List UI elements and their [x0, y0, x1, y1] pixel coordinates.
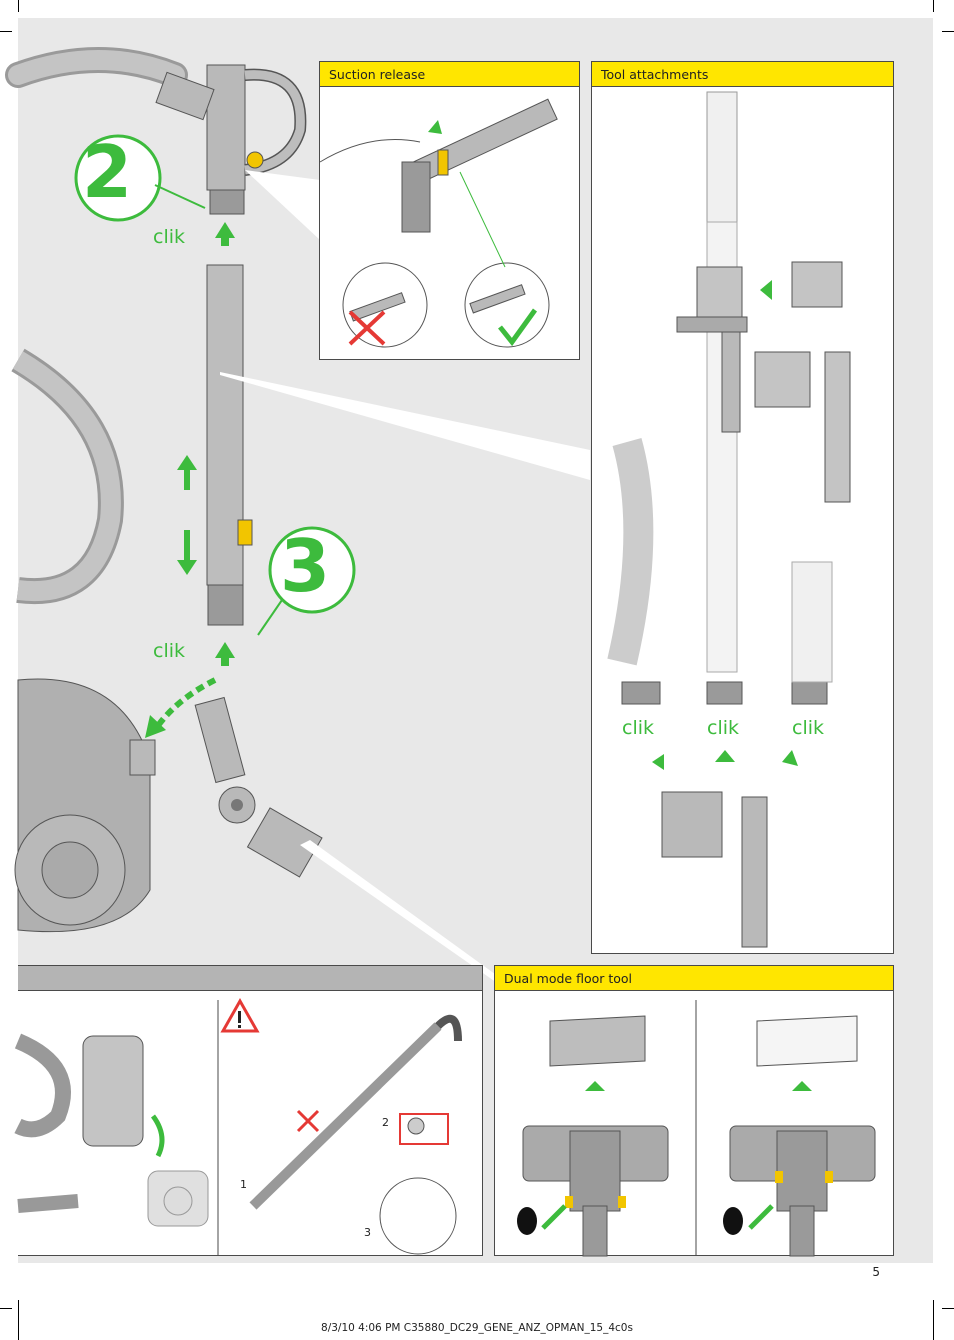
tool-attachments-illustration — [607, 91, 851, 948]
clik-label: clik — [153, 226, 186, 248]
step-number-3: 3 — [364, 1226, 371, 1239]
crop-mark — [18, 0, 19, 12]
step-2-number: 2 — [82, 130, 133, 214]
crop-mark — [933, 0, 934, 12]
clik-label: clik — [707, 717, 740, 739]
print-footer: 8/3/10 4:06 PM C35880_DC29_GENE_ANZ_OPMA… — [321, 1322, 633, 1334]
suction-release-title: Suction release — [320, 62, 579, 87]
suction-release-illustration — [319, 98, 558, 348]
crop-mark — [0, 1308, 12, 1309]
crop-mark — [0, 31, 12, 32]
dual-mode-floor-tool-title: Dual mode floor tool — [495, 966, 893, 991]
crop-mark — [18, 1300, 19, 1340]
step-3-number: 3 — [280, 524, 331, 608]
step-number-2: 2 — [382, 1116, 389, 1129]
tool-attachments-title: Tool attachments — [592, 62, 893, 87]
bottom-left-title — [18, 966, 482, 991]
clik-label: clik — [622, 717, 655, 739]
crop-mark — [942, 31, 954, 32]
dual-mode-floor-tool-illustration — [517, 1000, 876, 1257]
crop-mark — [942, 1308, 954, 1309]
bottom-left-panel: 1 2 3 — [14, 965, 483, 1256]
page-number: 5 — [872, 1265, 880, 1279]
clik-label: clik — [153, 640, 186, 662]
tool-attachments-panel: Tool attachments clik clik clik — [591, 61, 894, 954]
suction-release-panel: Suction release — [319, 61, 580, 360]
clik-label: clik — [792, 717, 825, 739]
bottom-left-illustration — [14, 997, 462, 1255]
step-number-1: 1 — [240, 1178, 247, 1191]
dual-mode-floor-tool-panel: Dual mode floor tool — [494, 965, 894, 1257]
crop-mark — [933, 1300, 934, 1340]
